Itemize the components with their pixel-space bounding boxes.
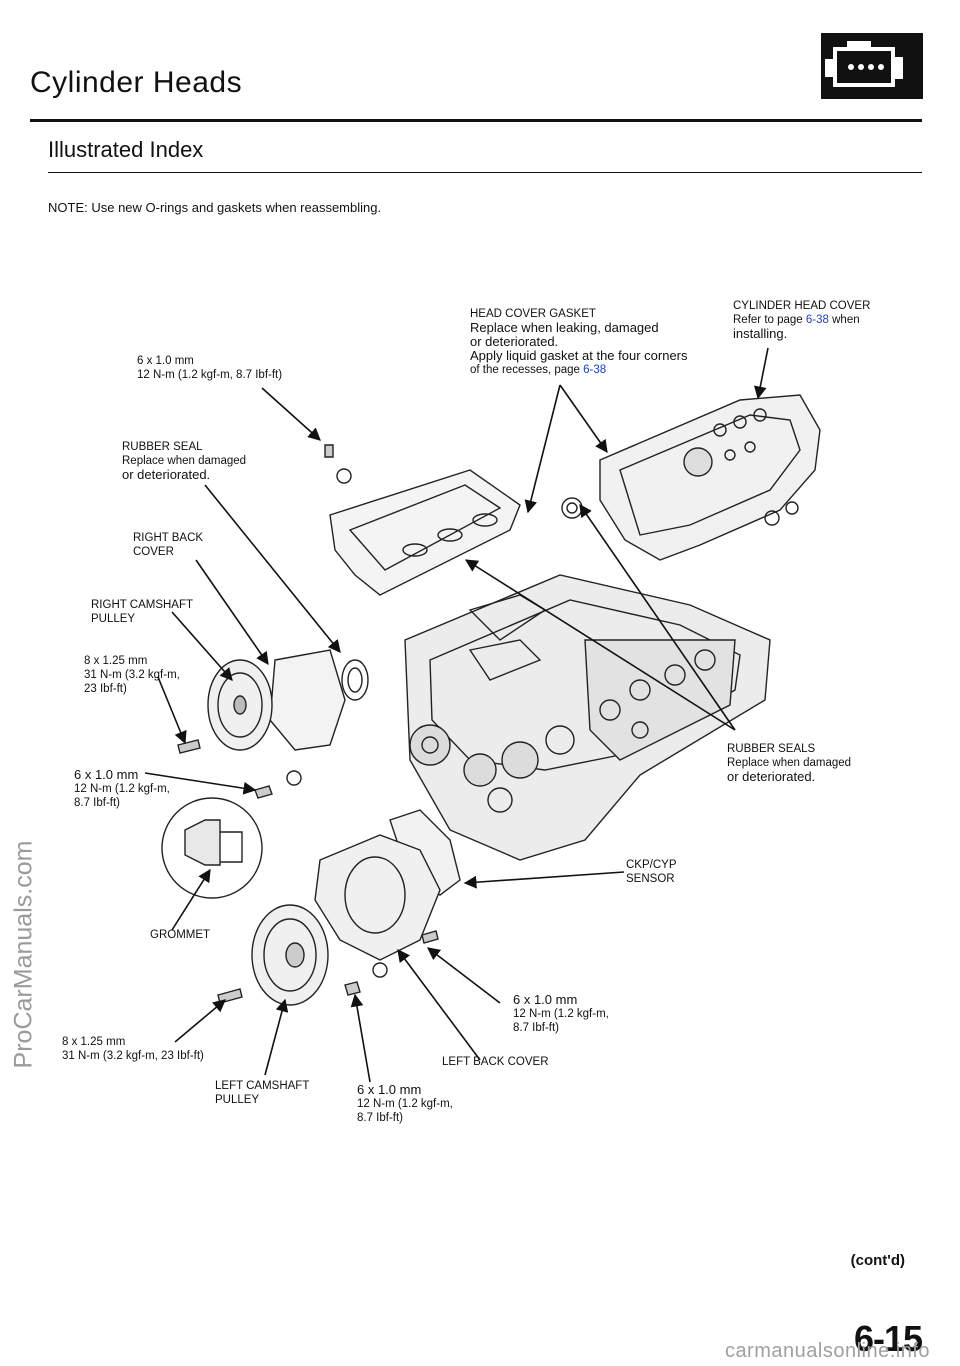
side-watermark: ProCarManuals.com [9, 840, 38, 1069]
section-subtitle: Illustrated Index [48, 137, 204, 162]
continued-label: (cont'd) [850, 1252, 905, 1269]
subtitle-rule [48, 172, 922, 173]
label-bolt-top: 6 x 1.0 mm 12 N-m (1.2 kgf-m, 8.7 Ibf-ft… [137, 355, 283, 381]
reassembly-note: NOTE: Use new O-rings and gaskets when r… [48, 200, 382, 215]
label-grommet: GROMMET [150, 929, 211, 941]
label-ckp-cyp-sensor: CKP/CYP SENSOR [626, 859, 677, 885]
label-right-back-cover: RIGHT BACK COVER [133, 532, 204, 558]
label-rubber-seals: RUBBER SEALS Replace when damaged or det… [727, 743, 852, 784]
label-bolt-right-pulley: 8 x 1.25 mm 31 N-m (3.2 kgf-m, 23 Ibf-ft… [84, 655, 180, 695]
page-ref-link[interactable]: 6-38 [805, 314, 829, 326]
label-right-camshaft-pulley: RIGHT CAMSHAFT PULLEY [91, 599, 194, 625]
page-ref-link[interactable]: 6-38 [583, 364, 607, 376]
label-bolt-mid-left: 6 x 1.0 mm 12 N-m (1.2 kgf-m, 8.7 Ibf-ft… [74, 767, 170, 810]
label-bolt-bottom-center: 6 x 1.0 mm 12 N-m (1.2 kgf-m, 8.7 Ibf-ft… [357, 1082, 453, 1125]
bottom-watermark: carmanualsonline.info [724, 1340, 930, 1362]
label-head-cover-gasket: HEAD COVER GASKET Replace when leaking, … [470, 308, 688, 376]
label-left-back-cover: LEFT BACK COVER [442, 1056, 549, 1068]
engine-section-icon [821, 33, 923, 99]
label-bolt-left-pulley: 8 x 1.25 mm 31 N-m (3.2 kgf-m, 23 Ibf-ft… [62, 1036, 204, 1062]
label-left-camshaft-pulley: LEFT CAMSHAFT PULLEY [215, 1080, 310, 1106]
title-rule [30, 119, 922, 122]
label-rubber-seal: RUBBER SEAL Replace when damaged or dete… [122, 441, 247, 482]
page-title: Cylinder Heads [30, 66, 243, 99]
label-bolt-bottom-right: 6 x 1.0 mm 12 N-m (1.2 kgf-m, 8.7 Ibf-ft… [513, 992, 609, 1035]
label-cylinder-head-cover: CYLINDER HEAD COVER Refer to page 6-38 w… [733, 300, 871, 341]
page-number: 6-15 [853, 1318, 923, 1359]
